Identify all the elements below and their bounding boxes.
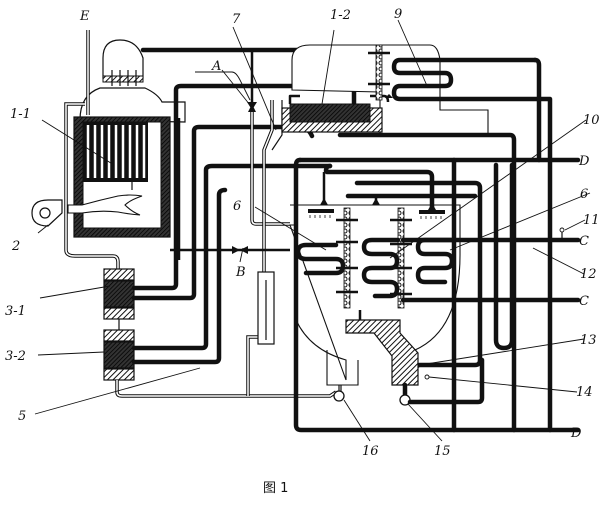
heat-exchanger-3-2 <box>103 329 135 381</box>
label-2: 2 <box>11 239 20 254</box>
label-9: 9 <box>394 7 402 22</box>
generator-dome <box>102 39 144 79</box>
rectifier-column <box>375 44 383 101</box>
burner-flame <box>67 194 143 216</box>
evaporator-coil-right <box>415 237 457 285</box>
label-14: 14 <box>576 385 593 400</box>
label-c-upper: C <box>579 234 589 249</box>
label-1-1: 1-1 <box>10 107 31 122</box>
absorber-1-2 <box>281 44 489 136</box>
label-1-2: 1-2 <box>330 8 351 23</box>
sensor-14 <box>424 374 430 380</box>
label-3-1: 3-1 <box>5 304 26 319</box>
label-d-lower: D <box>570 426 582 441</box>
label-11: 11 <box>583 213 600 228</box>
label-16: 16 <box>362 444 379 459</box>
label-13: 13 <box>580 333 597 348</box>
label-7: 7 <box>232 12 241 27</box>
label-6-right: 6 <box>580 187 588 202</box>
burner-port <box>39 207 51 219</box>
u-tube <box>493 162 515 351</box>
label-6-left: 6 <box>233 199 241 214</box>
pump-16 <box>333 390 345 402</box>
pipe-3-2-upper <box>131 163 333 351</box>
label-3-2: 3-2 <box>5 349 26 364</box>
figure-caption: 图 1 <box>263 481 288 496</box>
evaporator-housing <box>289 204 461 381</box>
label-12: 12 <box>580 267 597 282</box>
label-10: 10 <box>583 113 600 128</box>
label-5: 5 <box>18 409 26 424</box>
label-b: B <box>235 265 246 280</box>
reservoir-13 <box>345 319 419 386</box>
bead-column-left <box>343 207 351 309</box>
label-e: E <box>79 9 90 24</box>
heat-exchanger-3-1 <box>103 268 135 320</box>
label-15: 15 <box>434 444 451 459</box>
label-d-upper: D <box>578 154 590 169</box>
pipe-3-1-upper <box>131 83 303 291</box>
condenser-9 <box>391 57 553 433</box>
evaporator-coil-middle <box>361 237 401 299</box>
d-line-lower <box>293 157 581 433</box>
leader-lines <box>34 19 591 442</box>
generator-assembly <box>31 30 186 238</box>
absorber-housing <box>291 44 489 136</box>
label-c-lower: C <box>579 294 589 309</box>
valve-11 <box>559 227 565 233</box>
label-a: A <box>211 59 221 74</box>
evaporator-coil-left <box>295 242 346 276</box>
dome-flange <box>102 75 144 83</box>
pipe-3-2-lower <box>131 187 228 365</box>
